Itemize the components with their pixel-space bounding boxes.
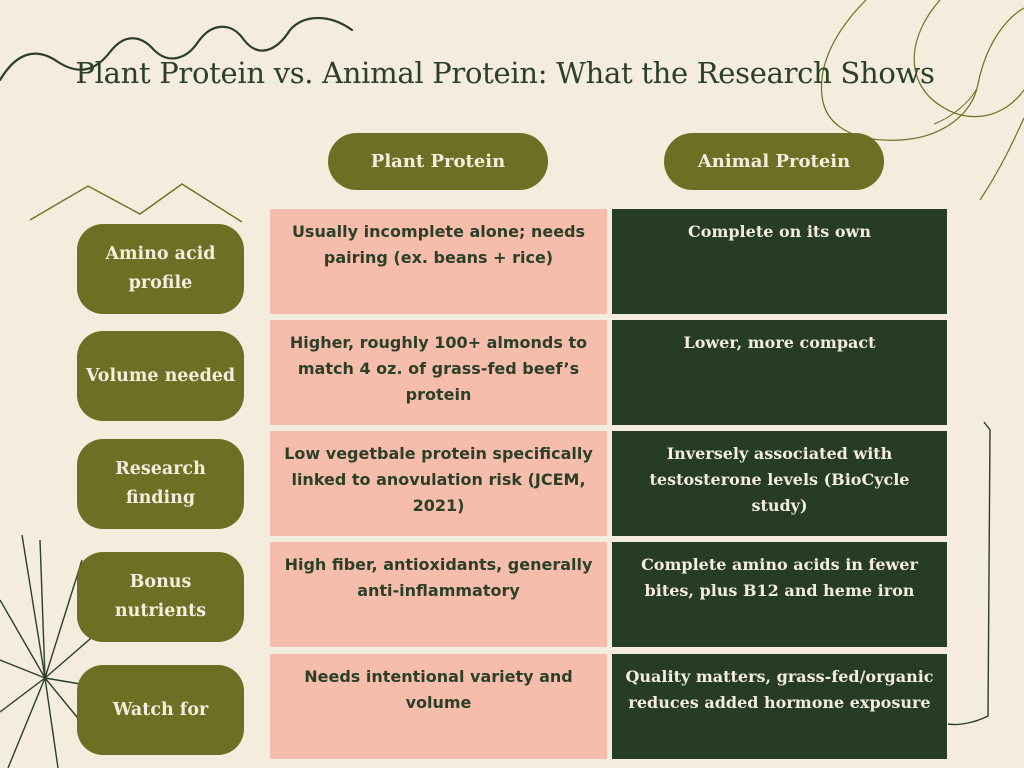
- plant-cell-watch-for: Needs intentional variety and volume: [270, 654, 607, 759]
- plant-cell-research-finding: Low vegetbale protein specifically linke…: [270, 431, 607, 536]
- page-title: Plant Protein vs. Animal Protein: What t…: [75, 56, 935, 90]
- plant-cell-volume-needed: Higher, roughly 100+ almonds to match 4 …: [270, 320, 607, 425]
- column-header-plant: Plant Protein: [328, 133, 548, 190]
- column-header-animal: Animal Protein: [664, 133, 884, 190]
- animal-cell-bonus-nutrients: Complete amino acids in fewer bites, plu…: [612, 542, 947, 647]
- animal-cell-research-finding: Inversely associated with testosterone l…: [612, 431, 947, 536]
- row-label-amino-acid-profile: Amino acid profile: [77, 224, 244, 314]
- row-label-volume-needed: Volume needed: [77, 331, 244, 421]
- animal-cell-amino-acid-profile: Complete on its own: [612, 209, 947, 314]
- plant-cell-bonus-nutrients: High fiber, antioxidants, generally anti…: [270, 542, 607, 647]
- row-label-research-finding: Research finding: [77, 439, 244, 529]
- row-label-watch-for: Watch for: [77, 665, 244, 755]
- animal-cell-watch-for: Quality matters, grass-fed/organic reduc…: [612, 654, 947, 759]
- plant-cell-amino-acid-profile: Usually incomplete alone; needs pairing …: [270, 209, 607, 314]
- animal-cell-volume-needed: Lower, more compact: [612, 320, 947, 425]
- row-label-bonus-nutrients: Bonus nutrients: [77, 552, 244, 642]
